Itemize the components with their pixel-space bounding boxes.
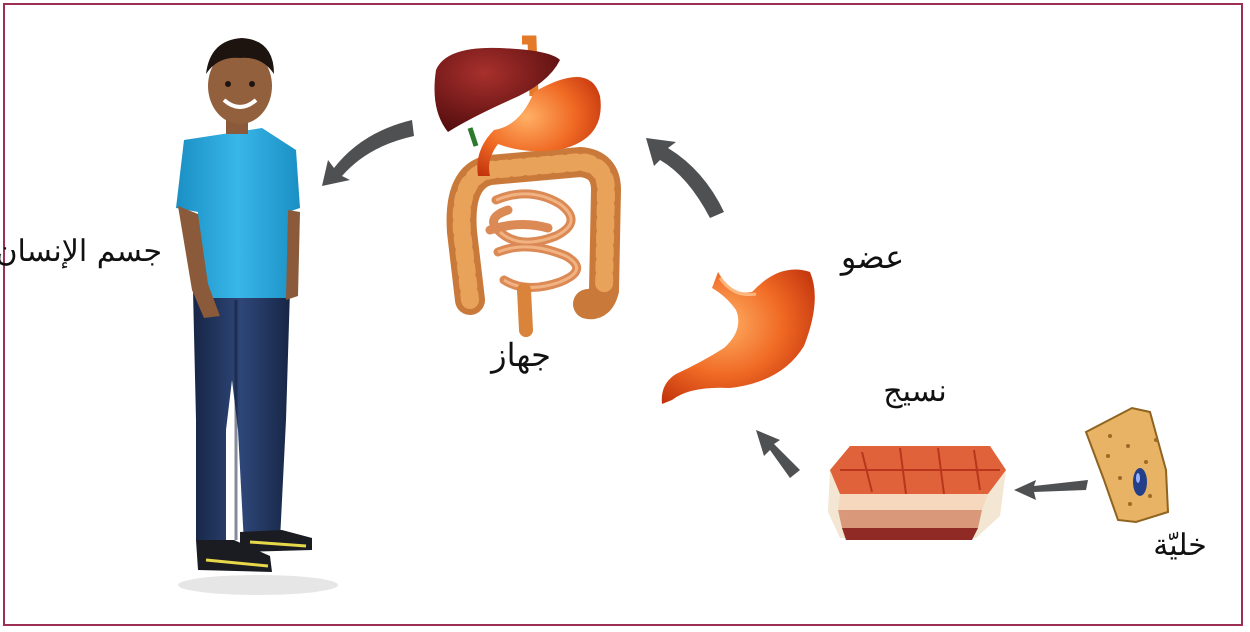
arrow-organ-to-system: [646, 138, 724, 218]
label-tissue: نسيج: [855, 374, 975, 409]
label-cell: خليّة: [1130, 528, 1230, 563]
arrow-cell-to-tissue: [1014, 480, 1088, 500]
human-body-icon: [176, 38, 338, 595]
arrow-system-to-body: [322, 120, 414, 186]
digestive-system-icon: [435, 40, 607, 330]
label-human-body: جسم الإنسان: [22, 225, 162, 279]
label-system: جهاز: [466, 336, 576, 374]
stomach-icon: [662, 270, 815, 405]
cell-icon: [1086, 408, 1168, 522]
arrow-tissue-to-organ: [756, 430, 800, 478]
arrows: [322, 120, 1088, 500]
label-organ: عضو: [820, 238, 925, 276]
tissue-block-icon: [828, 446, 1006, 540]
